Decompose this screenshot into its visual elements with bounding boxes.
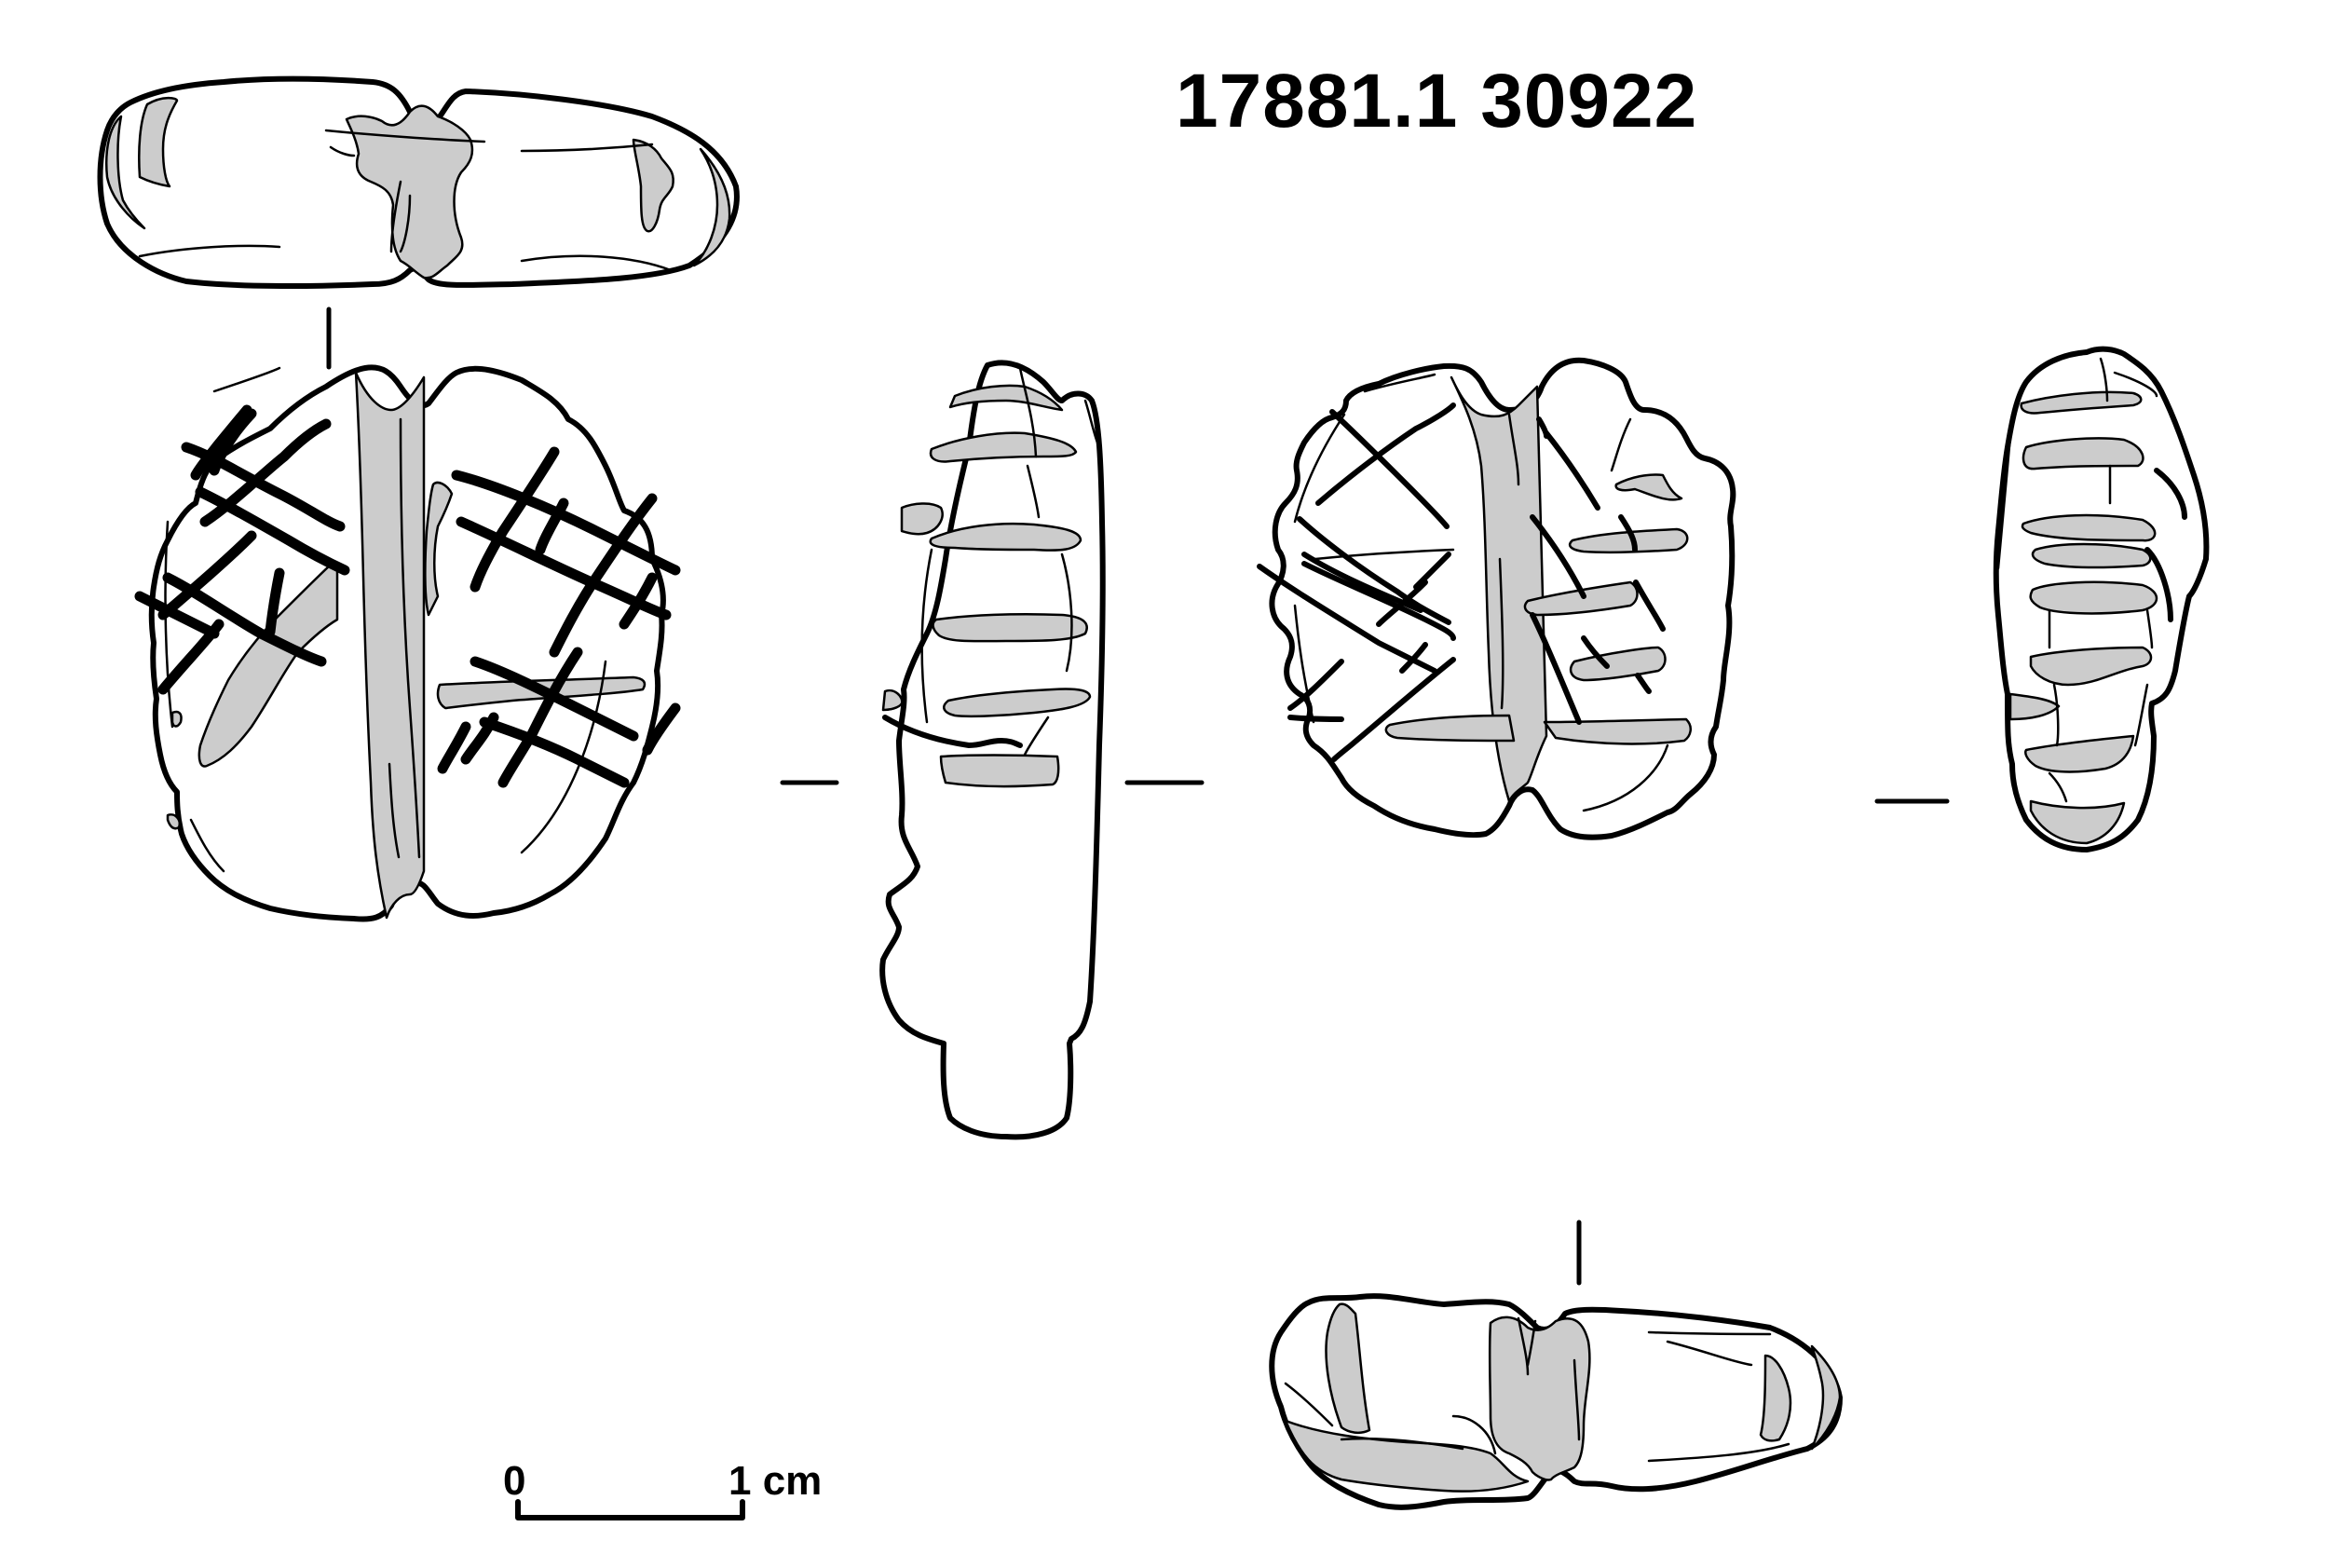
scale-bar (515, 1499, 745, 1520)
scale-end-label: 1 cm (728, 1458, 823, 1504)
face-a (134, 364, 839, 922)
catalog-label: 17881.1 30922 (1176, 59, 1698, 143)
bottom-view (1269, 1293, 1843, 1510)
top-view (97, 75, 740, 370)
face-b (1257, 357, 1950, 1286)
scale-start-label: 0 (503, 1458, 526, 1504)
profile-right (1993, 346, 2210, 852)
profile-left (879, 360, 1205, 1140)
